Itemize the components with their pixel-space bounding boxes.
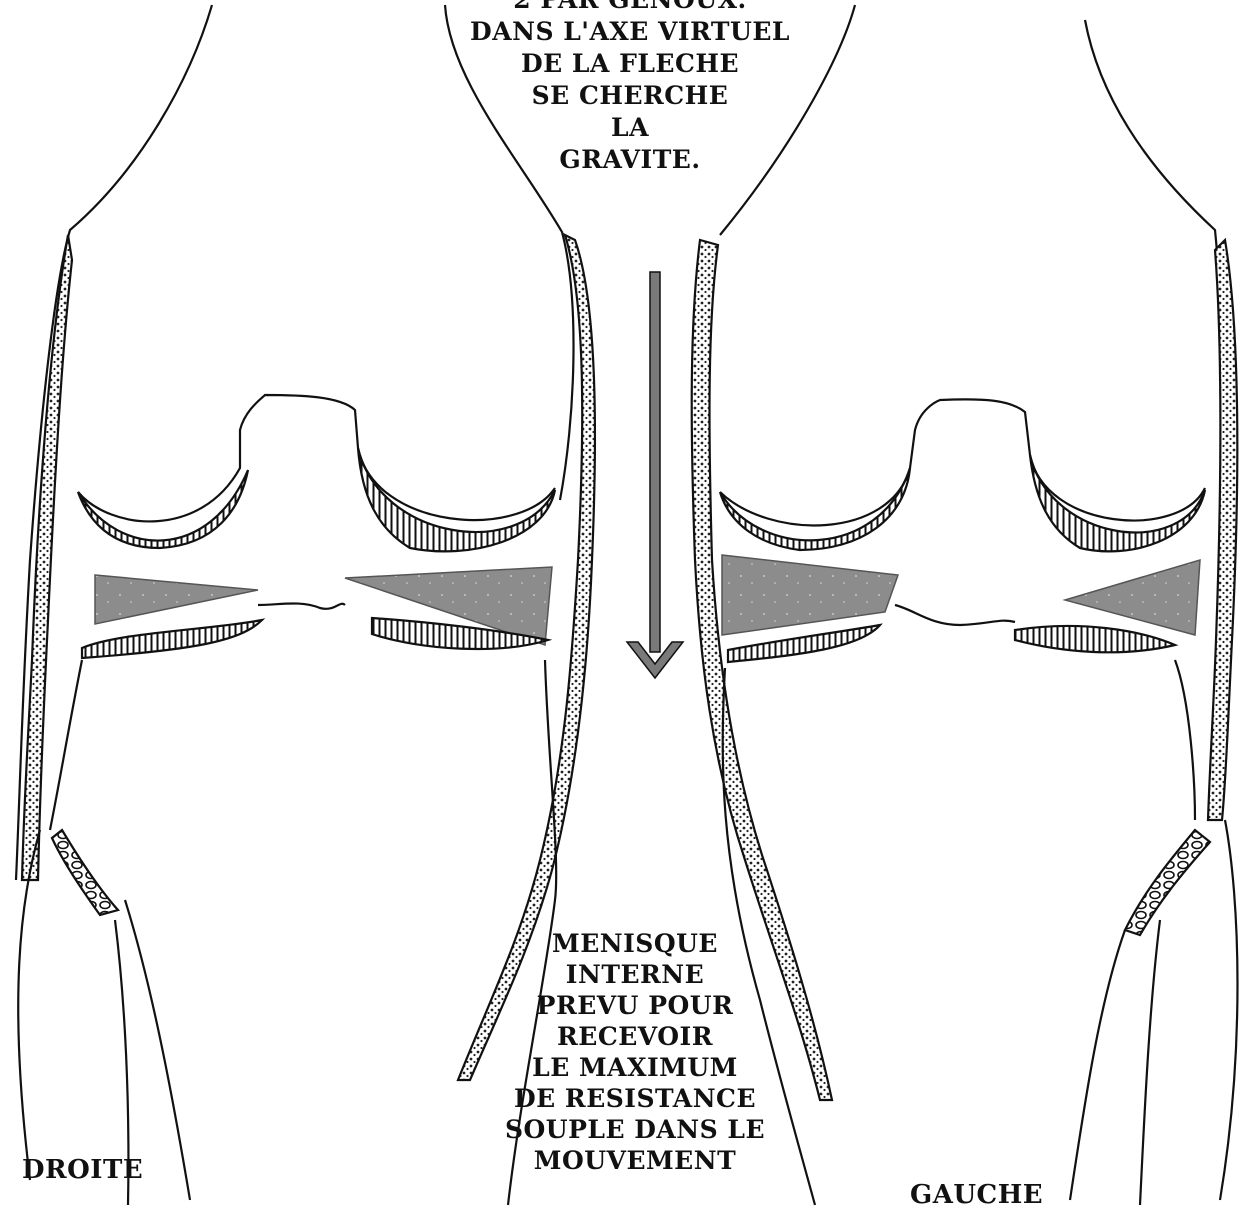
bottom-caption-line: DE RESISTANCE <box>480 1083 790 1114</box>
right-joint-line <box>895 605 1015 625</box>
right-tibia-outer <box>1175 660 1195 820</box>
left-tibia-outline <box>50 660 82 830</box>
top-caption-line: SE CHERCHE <box>430 80 830 112</box>
bottom-caption-line: PREVU POUR <box>480 990 790 1021</box>
right-lateral-ligament <box>1208 240 1237 820</box>
left-knee-label: DROITE <box>22 1155 143 1185</box>
top-caption-line: 2 PAR GENOUX. <box>430 0 830 16</box>
right-fibula <box>1140 820 1238 1205</box>
top-caption-line: DANS L'AXE VIRTUEL <box>430 16 830 48</box>
right-medial-meniscus <box>722 555 898 635</box>
left-lateral-tibial-cartilage <box>82 620 262 658</box>
right-lateral-condyle-cartilage <box>1030 455 1205 551</box>
left-lateral-meniscus <box>95 575 258 624</box>
bottom-caption: MENISQUE INTERNE PREVU POUR RECEVOIR LE … <box>480 928 790 1176</box>
left-lateral-condyle-cartilage <box>78 470 248 548</box>
right-lateral-tibial-cartilage <box>1015 626 1175 652</box>
left-intercondylar-notch <box>78 395 555 521</box>
bottom-caption-line: RECEVOIR <box>480 1021 790 1052</box>
bottom-caption-line: LE MAXIMUM <box>480 1052 790 1083</box>
left-joint-line <box>258 603 345 608</box>
right-femur-outer-outline <box>1085 20 1223 820</box>
gravity-arrow <box>627 272 683 678</box>
right-fibula-head <box>1125 830 1210 935</box>
left-medial-condyle-cartilage <box>358 448 555 551</box>
bottom-caption-line: INTERNE <box>480 959 790 990</box>
top-caption-line: DE LA FLECHE <box>430 48 830 80</box>
right-lateral-meniscus <box>1065 560 1200 635</box>
top-caption-line: GRAVITE. <box>430 144 830 176</box>
right-intercondylar-notch <box>720 399 1205 525</box>
left-fibula <box>18 830 128 1205</box>
right-tibia-main <box>1070 930 1125 1200</box>
right-medial-condyle-cartilage <box>720 468 910 550</box>
bottom-caption-line: MENISQUE <box>480 928 790 959</box>
top-caption: 2 PAR GENOUX. DANS L'AXE VIRTUEL DE LA F… <box>430 0 830 176</box>
bottom-caption-line: MOUVEMENT <box>480 1145 790 1176</box>
top-caption-line: LA <box>430 112 830 144</box>
right-knee-label: GAUCHE <box>910 1180 1043 1210</box>
left-fibula-head <box>52 830 118 915</box>
bottom-caption-line: SOUPLE DANS LE <box>480 1114 790 1145</box>
